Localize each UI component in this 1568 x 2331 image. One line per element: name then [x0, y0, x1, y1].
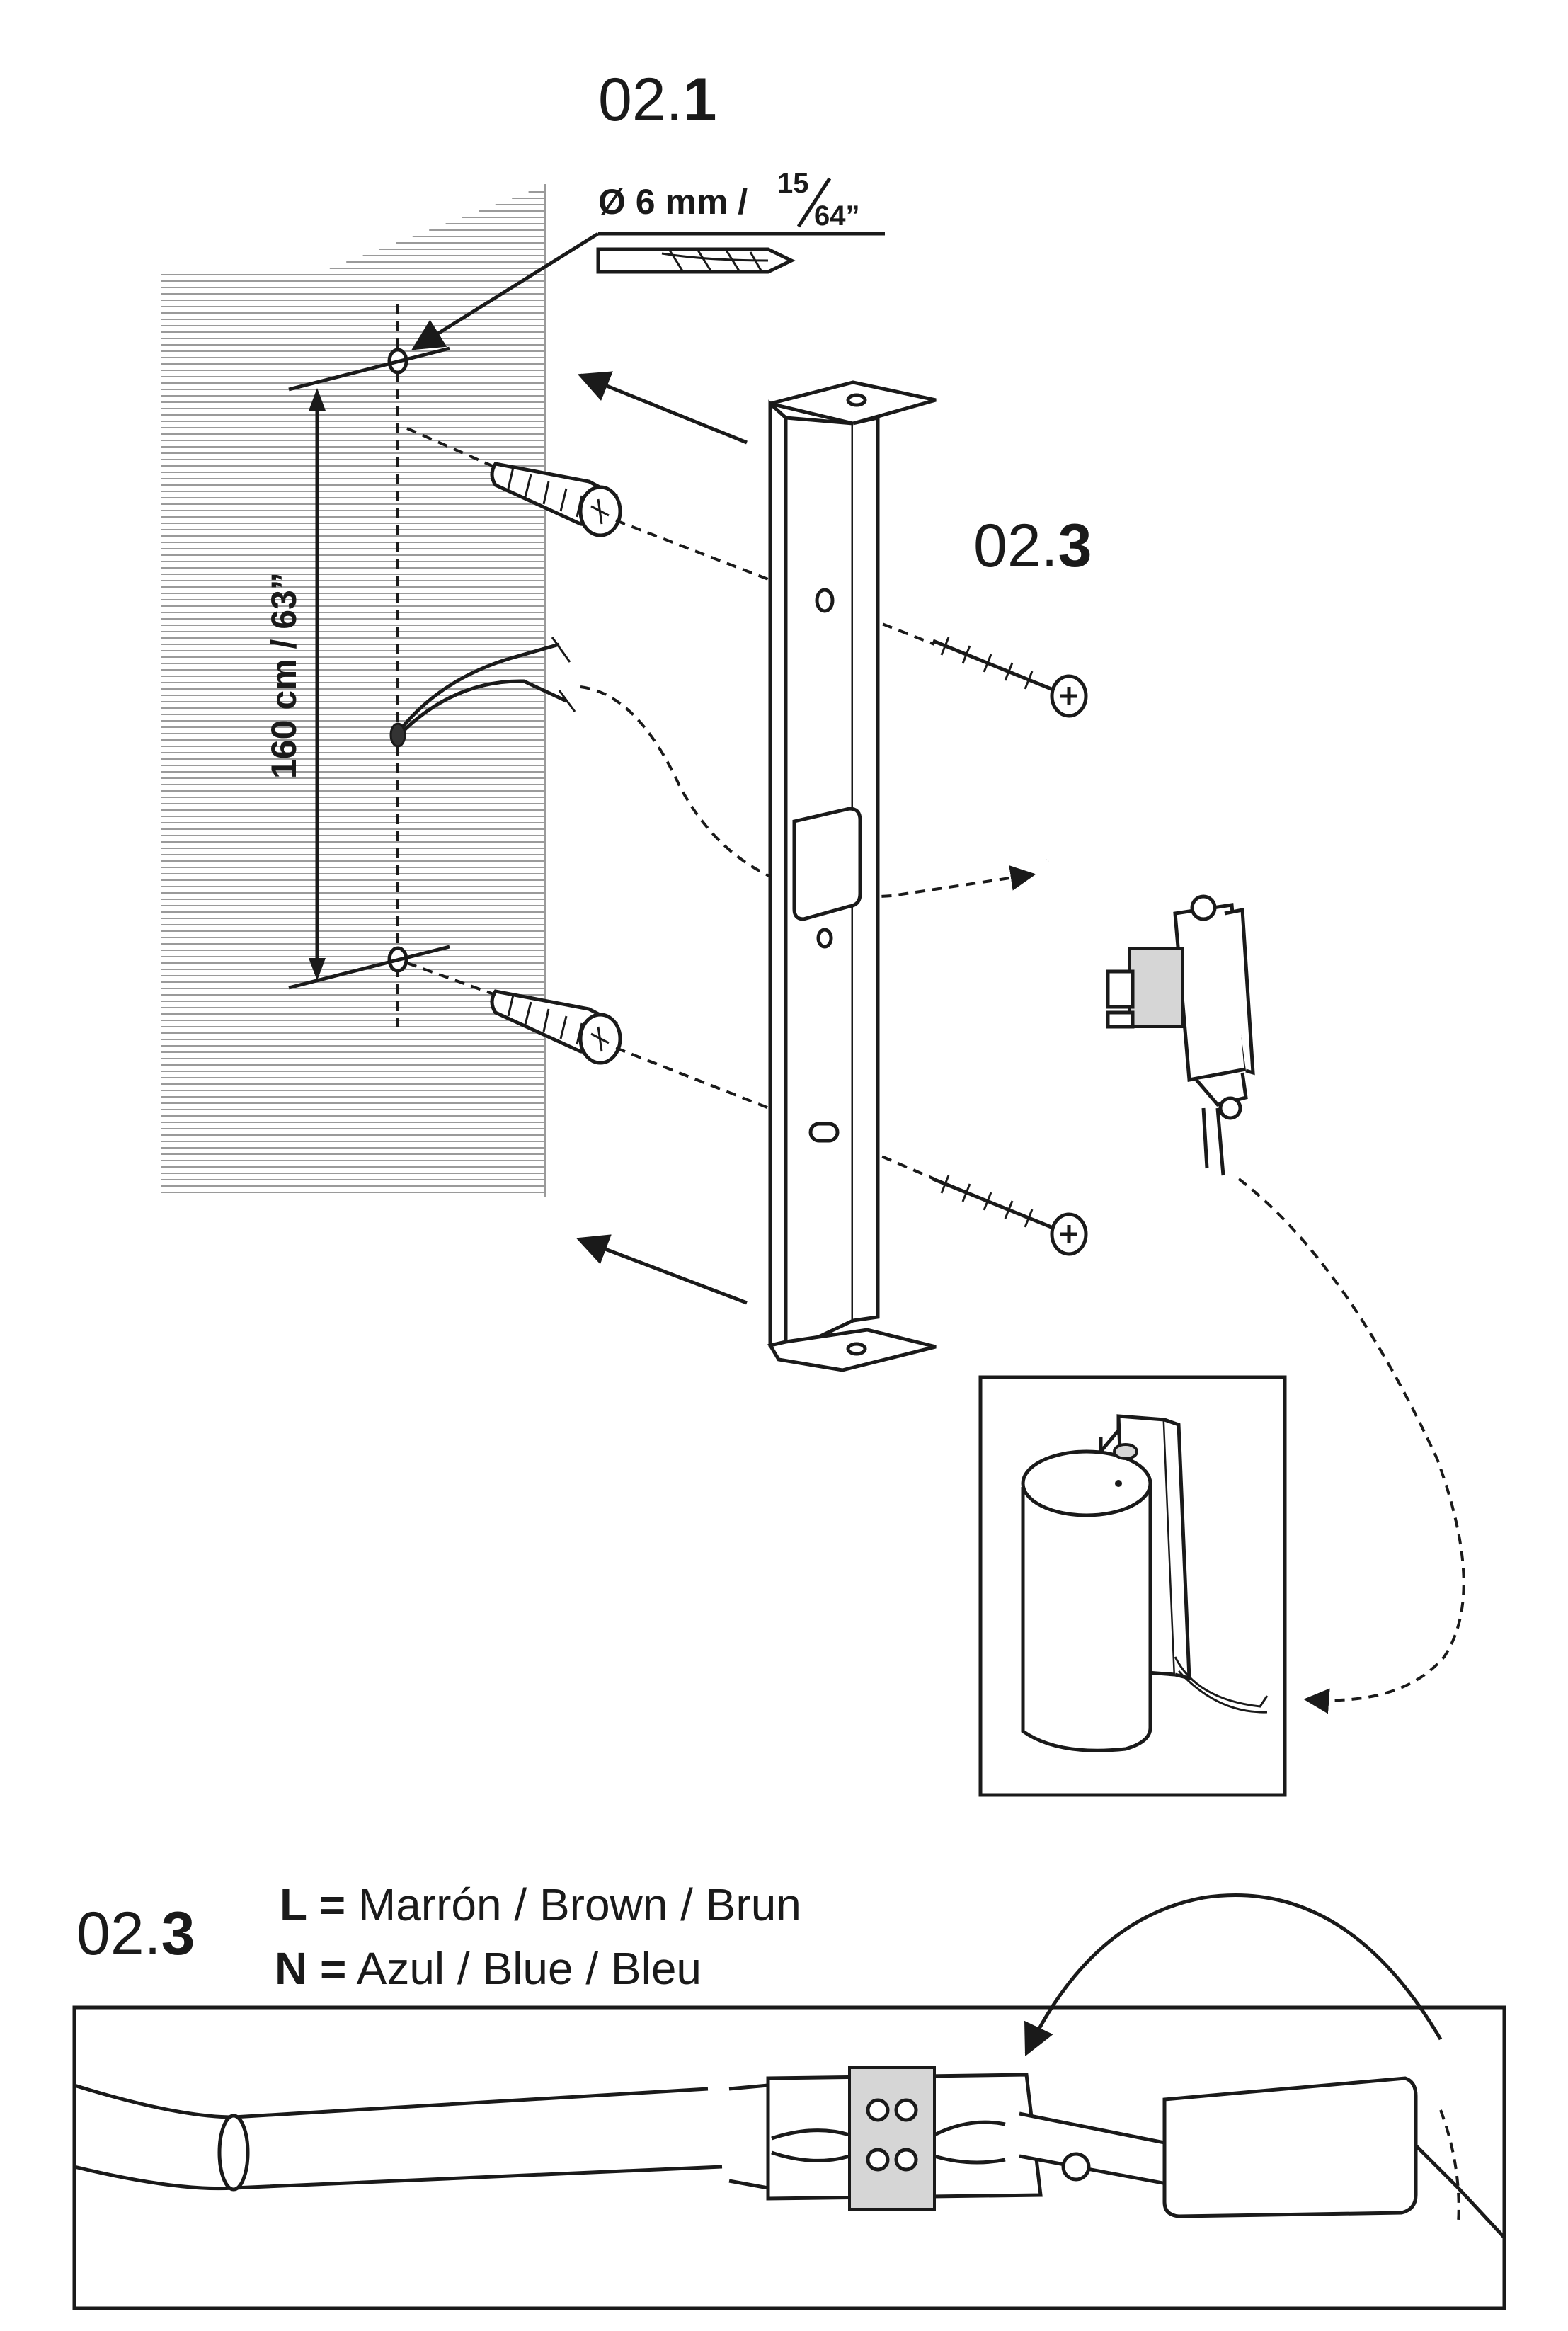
fraction-slash	[796, 177, 832, 228]
bracket-small-hole	[816, 928, 833, 949]
upper-wall-plug-icon	[490, 462, 622, 537]
hole-distance-label: 160 cm / 63”	[264, 572, 304, 779]
cable-sleeve-end	[217, 2114, 250, 2192]
wall-cable-icon	[389, 637, 576, 748]
wiring-legend-L: L = Marrón / Brown / Brun	[280, 1879, 801, 1930]
lower-screw-icon	[932, 1175, 1088, 1256]
mounted-lamp-icon	[1021, 1414, 1269, 1752]
wiring-detail-panel	[72, 2005, 1506, 2310]
bracket-cable-opening	[792, 807, 862, 921]
step-label-02-3-wiring: 02.3	[76, 1900, 195, 1968]
drill-pointer-arrow	[411, 232, 600, 350]
lamp-cable-icon	[1040, 811, 1206, 908]
drill-fraction-numerator: 15	[777, 168, 809, 199]
wiring-legend-N: N = Azul / Blue / Bleu	[275, 1943, 702, 1994]
upper-screw-icon	[932, 637, 1088, 718]
step-label-02-3-mount: 02.3	[973, 512, 1092, 580]
hole-distance-dimension	[309, 388, 326, 981]
lamp-base-cap	[1162, 2076, 1418, 2218]
drill-fraction-denominator: 64”	[814, 200, 860, 232]
mounted-lamp-inset	[978, 1375, 1287, 1797]
wall-hatch	[161, 191, 545, 1193]
wiring-detail-illustration	[74, 2066, 1506, 2239]
bracket-move-arrow-top	[577, 371, 748, 445]
bracket-upper-hole	[815, 588, 835, 613]
wall-drill-axis	[288, 304, 450, 1027]
lamp-terminal-block-icon	[1106, 894, 1255, 1176]
bracket-move-arrow-bottom	[576, 1234, 748, 1305]
mounting-bracket	[767, 380, 937, 1372]
bracket-lower-slot	[808, 1122, 840, 1143]
wiring-mount-hole	[1061, 2152, 1091, 2182]
terminal-connector-icon	[848, 2066, 936, 2211]
lamp-attach-arrow	[1237, 1178, 1465, 1714]
cable-route-arrow	[580, 685, 1036, 899]
step-label-02-1: 02.1	[598, 66, 716, 134]
wiring-connect-arrow	[1024, 1893, 1443, 2057]
drill-diameter-label: Ø 6 mm /	[598, 182, 748, 222]
drill-bit-icon	[596, 247, 796, 274]
